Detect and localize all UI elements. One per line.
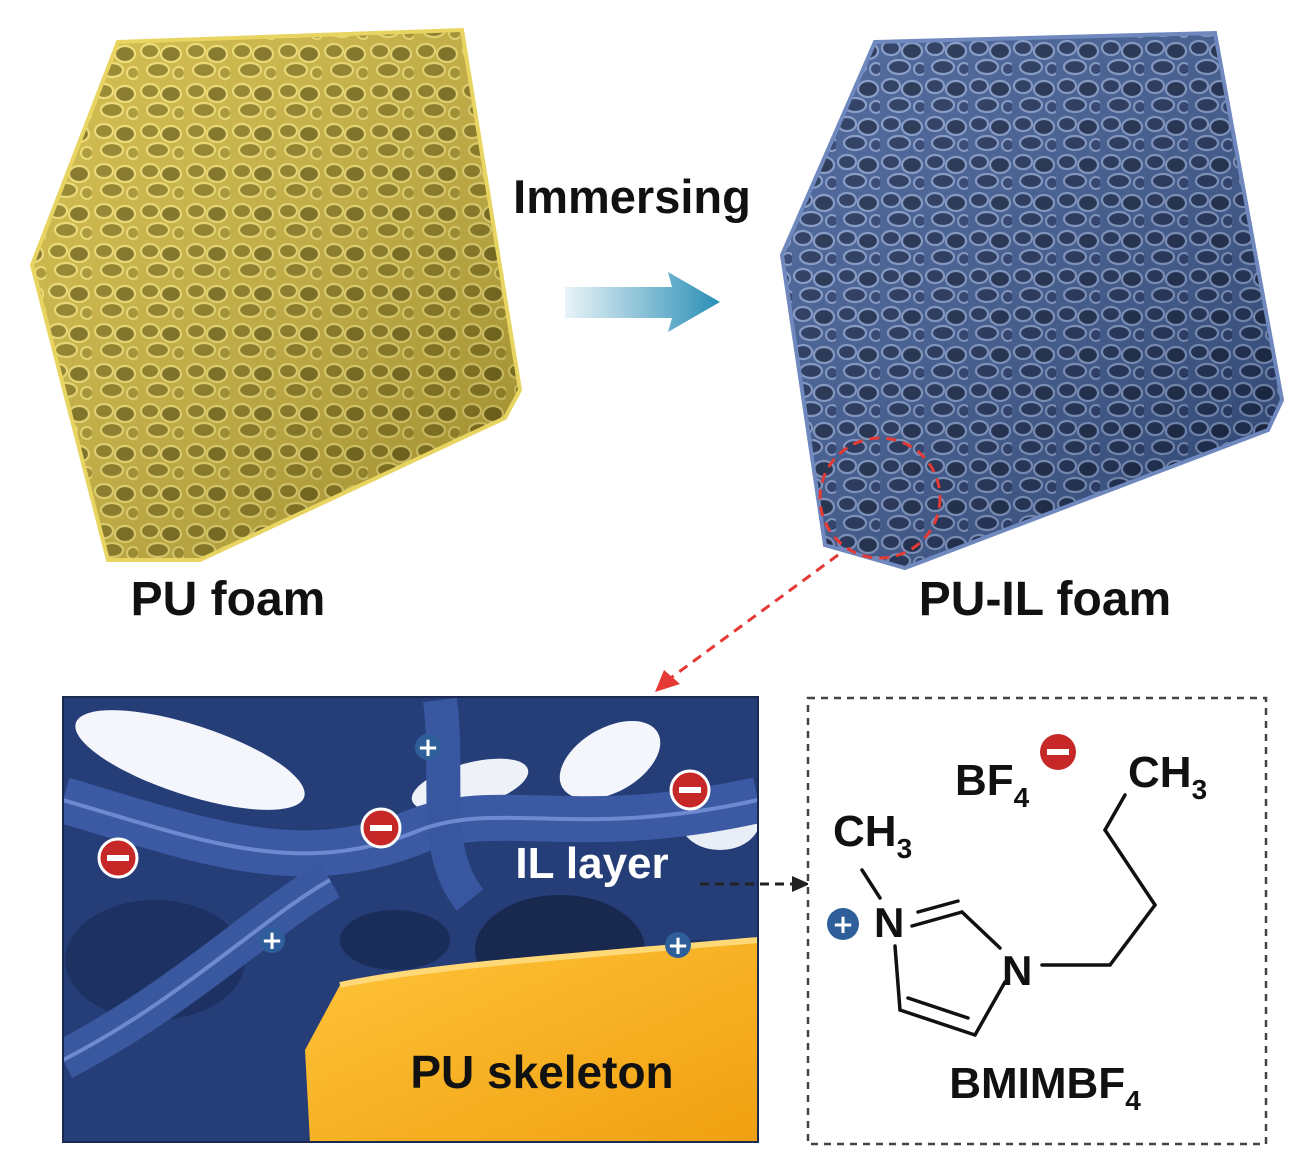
- connector-arrowhead-icon: [792, 876, 810, 892]
- cation-charge-icon: +: [827, 908, 859, 940]
- svg-text:+: +: [417, 733, 439, 763]
- zoom-circle: [818, 436, 942, 560]
- pu-skeleton-label: PU skeleton: [410, 1046, 673, 1098]
- anion-marker: [669, 769, 711, 811]
- il-layer-label: IL layer: [515, 839, 668, 888]
- pu-il-foam-label: PU-IL foam: [919, 573, 1171, 626]
- closeup-frame: [62, 696, 759, 1143]
- svg-text:+: +: [261, 926, 283, 956]
- pu-il-foam-block: [779, 30, 1285, 571]
- anion-marker: [360, 807, 402, 849]
- butyl-methyl-group: CH3: [1128, 748, 1207, 805]
- molecule-name: BMIMBF4: [949, 1059, 1141, 1116]
- pu-foam-block: [29, 27, 523, 562]
- anion-charge-icon: [1040, 734, 1076, 770]
- n1-atom: N: [874, 899, 904, 946]
- immersing-label: Immersing: [513, 170, 751, 223]
- svg-text:+: +: [667, 931, 689, 961]
- molecule-box: [806, 696, 1268, 1146]
- cation-marker: +: [259, 926, 285, 956]
- zoom-leader-line: [667, 553, 839, 682]
- zoom-arrowhead-icon: [655, 670, 680, 692]
- closeup-panel: [63, 697, 758, 1142]
- cation-marker: +: [665, 931, 691, 961]
- n-methyl-group: CH3: [833, 807, 912, 864]
- svg-text:+: +: [832, 910, 854, 940]
- anion-marker: [97, 837, 139, 879]
- pu-foam-label: PU foam: [131, 573, 326, 626]
- molecule-bonds: [860, 793, 1158, 1037]
- process-arrow-icon: [565, 272, 720, 332]
- anion-formula: BF4: [955, 756, 1030, 813]
- n3-atom: N: [1002, 947, 1032, 994]
- cation-marker: +: [415, 733, 441, 763]
